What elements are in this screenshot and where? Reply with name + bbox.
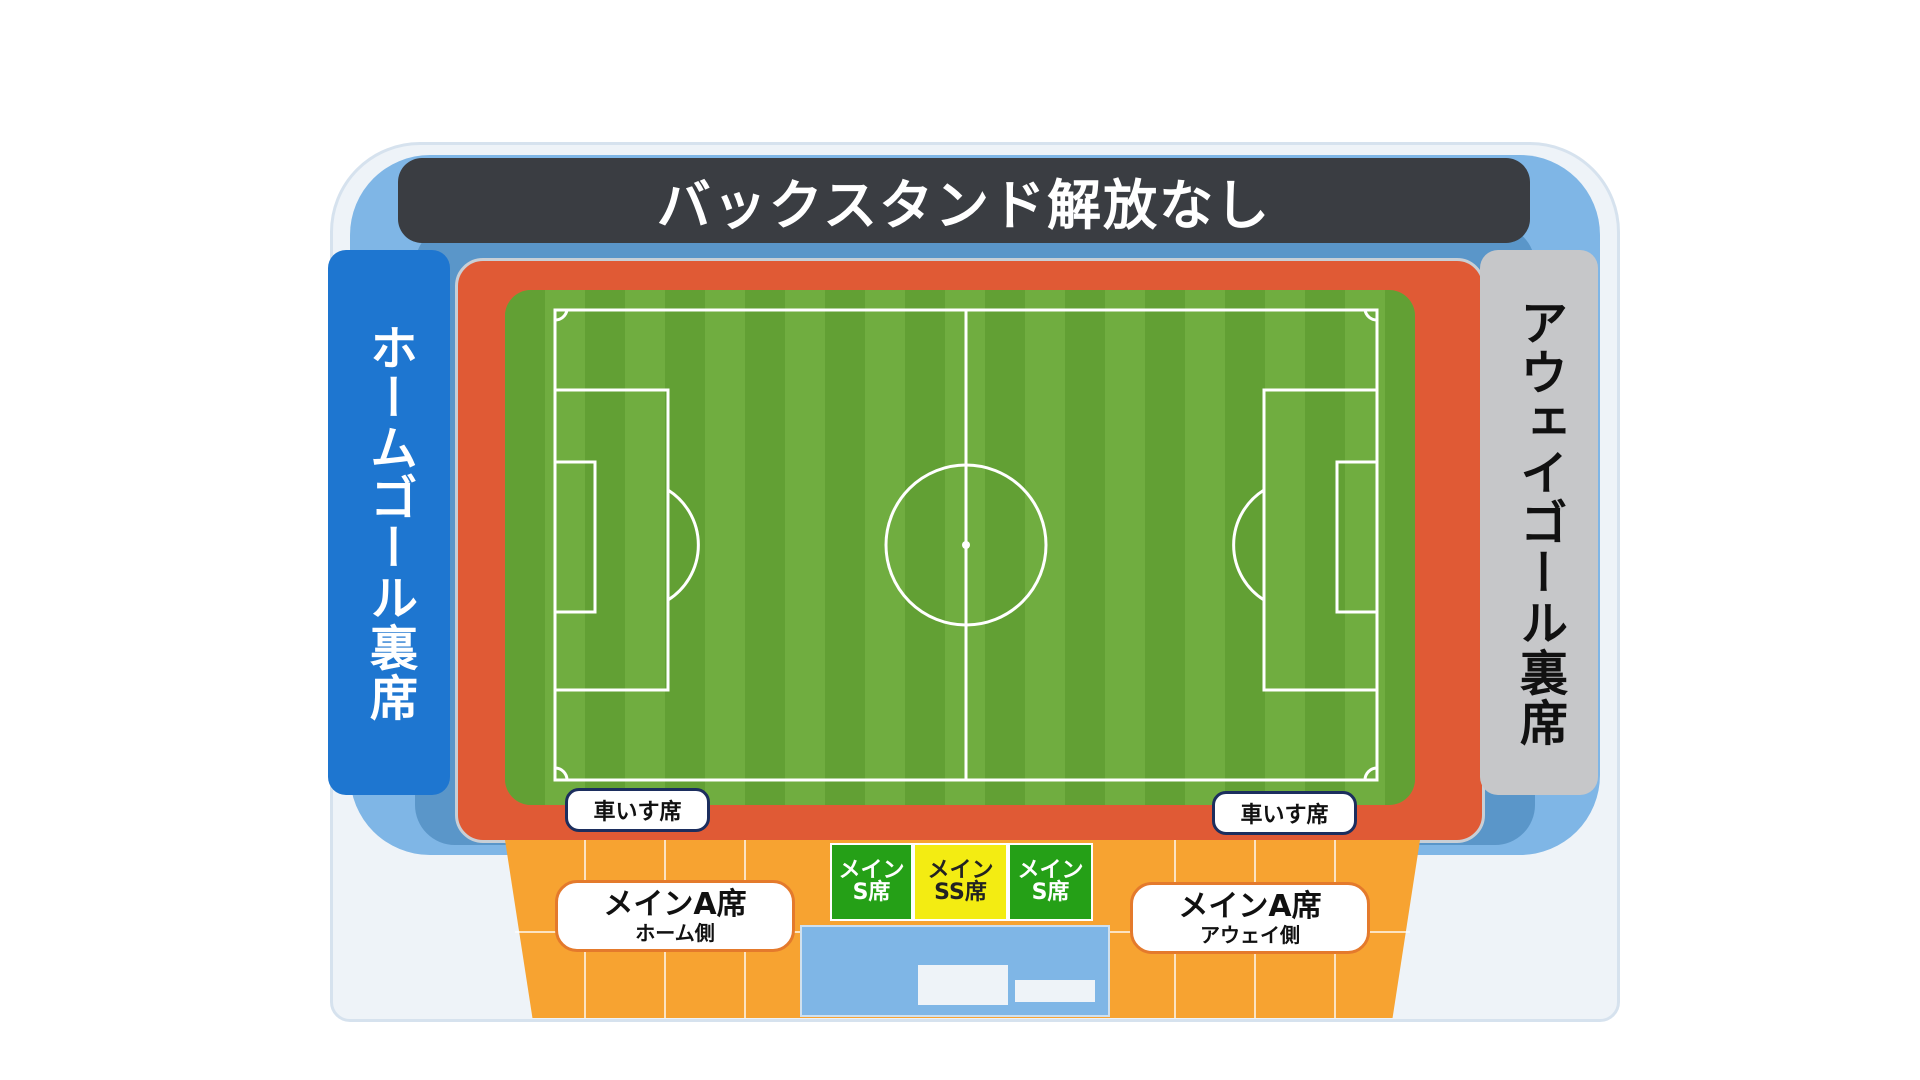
main-s-left-line1: メイン [838, 858, 905, 883]
main-a-home-sub: ホーム側 [635, 921, 715, 945]
wheelchair-seat-right[interactable]: 車いす席 [1212, 791, 1357, 835]
main-center-box-right [1015, 980, 1095, 1002]
main-s-right-line1: メイン [1017, 858, 1084, 883]
main-s-left-line2: S席 [852, 880, 891, 905]
main-s-left[interactable]: メイン S席 [830, 843, 913, 921]
wheelchair-seat-left[interactable]: 車いす席 [565, 788, 710, 832]
main-a-home-seat[interactable]: メインA席 ホーム側 [555, 880, 795, 952]
main-a-away-sub: アウェイ側 [1200, 923, 1300, 947]
main-s-right-line2: S席 [1031, 880, 1070, 905]
main-a-home-title: メインA席 [603, 887, 747, 922]
home-goal-stand[interactable]: ホームゴール裏席 [328, 250, 450, 795]
main-a-away-seat[interactable]: メインA席 アウェイ側 [1130, 882, 1370, 954]
wheelchair-right-label: 車いす席 [1240, 803, 1329, 828]
main-ss-line1: メイン [927, 858, 994, 883]
main-a-away-title: メインA席 [1178, 889, 1322, 924]
wheelchair-left-label: 車いす席 [593, 800, 682, 825]
main-center-box [918, 965, 1008, 1005]
main-ss-line2: SS席 [934, 880, 987, 905]
back-stand-label: バックスタンド解放なし [656, 174, 1272, 237]
back-stand-banner[interactable]: バックスタンド解放なし [398, 158, 1530, 243]
away-goal-label: アウェイゴール裏席 [1511, 297, 1567, 748]
home-goal-label: ホームゴール裏席 [361, 322, 417, 723]
pitch [505, 290, 1415, 805]
away-goal-stand[interactable]: アウェイゴール裏席 [1480, 250, 1598, 795]
pitch-markings [505, 290, 1415, 805]
main-s-right[interactable]: メイン S席 [1008, 843, 1093, 921]
main-ss[interactable]: メイン SS席 [913, 843, 1008, 921]
